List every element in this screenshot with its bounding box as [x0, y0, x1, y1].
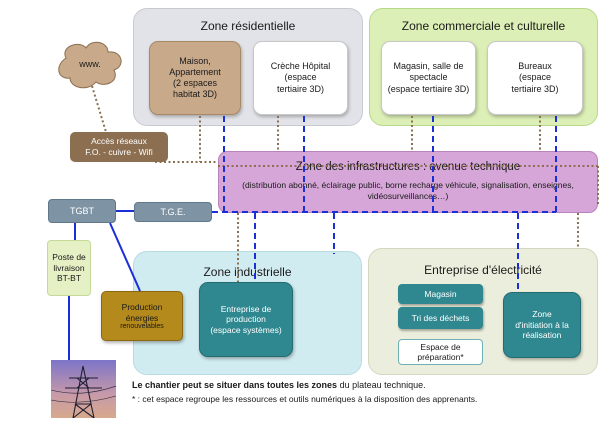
offices-card: Bureaux (espace tertiaire 3D)	[487, 41, 583, 115]
renewable-production-title: Production énergies	[121, 302, 163, 323]
pylon-icon	[51, 365, 116, 418]
industrial-zone-title: Zone industrielle	[203, 265, 292, 279]
infrastructure-zone-title: Zone des infrastructures : avenue techni…	[295, 161, 521, 173]
infrastructure-zone-subtitle: (distribution abonné, éclairage public, …	[242, 180, 574, 202]
delivery-station-box: Poste de livraison BT-BT	[47, 240, 91, 296]
resources-footnote: * : cet espace regroupe les ressources e…	[132, 394, 478, 404]
www-label: www.	[79, 59, 101, 69]
house-apartment-card: Maison, Appartement (2 espaces habitat 3…	[149, 41, 241, 115]
commercial-zone-title: Zone commerciale et culturelle	[401, 19, 566, 33]
infrastructure-zone: Zone des infrastructures : avenue techni…	[218, 151, 598, 213]
waste-sorting-item: Tri des déchets	[398, 307, 483, 329]
shop-item: Magasin	[398, 284, 483, 304]
site-note: Le chantier peut se situer dans toutes l…	[132, 380, 592, 390]
site-note-bold: Le chantier peut se situer dans toutes l…	[132, 380, 338, 390]
power-pylon-image	[51, 360, 116, 418]
residential-zone-title: Zone résidentielle	[200, 19, 296, 33]
preparation-space-item: Espace de préparation*	[398, 339, 483, 365]
renewable-production-box: Production énergies renouvelables	[101, 291, 183, 341]
site-note-rest: du plateau technique.	[337, 380, 426, 390]
electricity-zone-title: Entreprise d'électricité	[424, 263, 542, 277]
nursery-hospital-card: Crèche Hôpital (espace tertiaire 3D)	[253, 41, 348, 115]
initiation-zone-card: Zone d'initiation à la réalisation	[503, 292, 581, 358]
tge-box: T.G.E.	[134, 202, 212, 222]
renewable-production-subtitle: renouvelables	[120, 322, 164, 330]
production-company-card: Entreprise de production (espace système…	[199, 282, 293, 357]
shop-theatre-card: Magasin, salle de spectacle (espace tert…	[381, 41, 476, 115]
tgbt-box: TGBT	[48, 199, 116, 223]
network-access-box: Accès réseaux F.O. - cuivre - Wifi	[70, 132, 168, 162]
www-network-link	[91, 85, 107, 133]
